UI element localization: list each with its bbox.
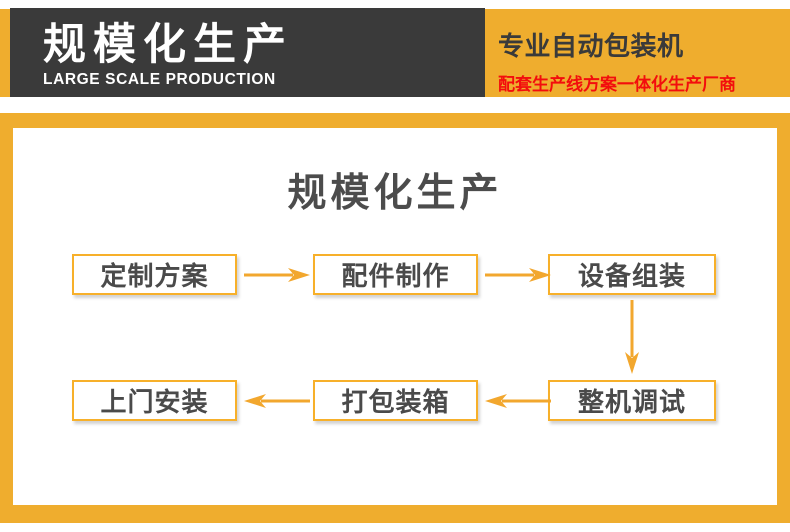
promo-panel: 专业自动包装机 配套生产线方案一体化生产厂商	[485, 9, 790, 97]
brand-panel: 规模化生产 LARGE SCALE PRODUCTION	[10, 8, 485, 97]
arrow-down-icon	[625, 300, 639, 374]
flow-step-packing: 打包装箱	[313, 380, 478, 421]
arrow-left-icon	[485, 394, 551, 408]
flow-step-parts-making: 配件制作	[313, 254, 478, 295]
brand-title-en: LARGE SCALE PRODUCTION	[43, 71, 276, 89]
promo-subtitle: 配套生产线方案一体化生产厂商	[498, 75, 736, 94]
arrow-left-icon	[244, 394, 310, 408]
flow-step-machine-testing: 整机调试	[548, 380, 716, 421]
arrow-right-icon	[485, 268, 551, 282]
content-frame	[0, 113, 790, 523]
arrow-right-icon	[244, 268, 310, 282]
promo-title: 专业自动包装机	[498, 31, 684, 61]
header-accent-bar	[0, 9, 10, 97]
flow-step-onsite-install: 上门安装	[72, 380, 237, 421]
content-panel	[13, 128, 777, 505]
flow-step-equipment-assembly: 设备组装	[548, 254, 716, 295]
flow-step-custom-plan: 定制方案	[72, 254, 237, 295]
section-title: 规模化生产	[287, 172, 503, 215]
brand-title-cn: 规模化生产	[43, 21, 293, 69]
